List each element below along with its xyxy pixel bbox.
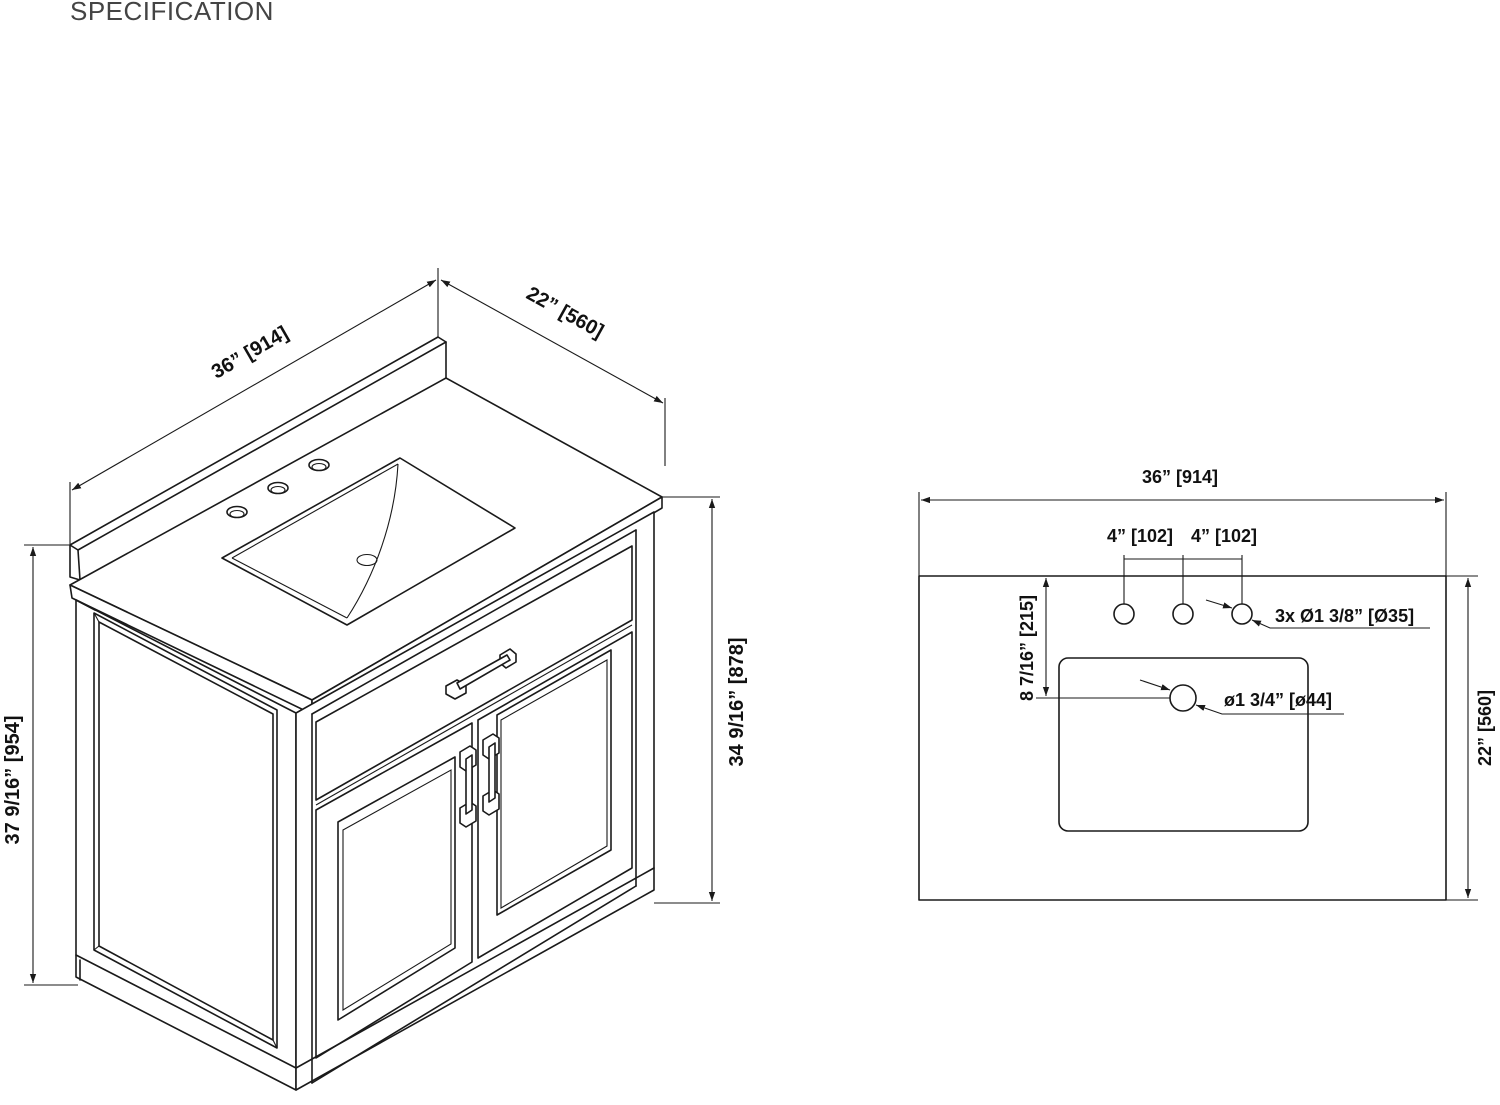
iso-total-height-label: 37 9/16” [954] [2,716,24,845]
hole-spacing-left-label: 4” [102] [1107,526,1173,546]
iso-dimension-lines [29,279,716,983]
left-door-handle [459,745,477,828]
hole-offset-label: 8 7/16” [215] [1017,595,1037,701]
cabinet-body [75,511,655,1091]
top-view-drain-hole [1169,684,1197,712]
iso-width-label: 36” [914] [208,322,292,383]
leader-lines [1139,599,1430,715]
top-width-label: 36” [914] [1142,467,1218,487]
vanity-isometric-view: 36” [914] 22” [560] 37 9/16” [954] 34 9/… [2,268,748,1091]
drain-hole-label: ø1 3/4” [ø44] [1224,690,1332,710]
width-dimension-line [71,279,437,491]
top-extension-lines [918,492,1478,901]
hole-spacing-right-label: 4” [102] [1191,526,1257,546]
drawer-handle [445,648,517,700]
iso-cabinet-height-label: 34 9/16” [878] [726,638,748,767]
drain-hole [356,553,378,567]
front-face-frame [311,529,637,1084]
sink-basin [221,457,516,626]
depth-dimension-line [440,279,664,404]
faucet-holes-label: 3x Ø1 3/8” [Ø35] [1275,606,1414,626]
right-door [477,631,633,959]
countertop-top-view: 36” [914] 4” [102] 4” [102] 8 7/16” [215… [918,467,1495,901]
top-view-faucet-holes [1113,603,1253,625]
top-depth-label: 22” [560] [1475,690,1495,766]
iso-extension-lines [24,268,720,986]
page-title: SPECIFICATION [70,0,274,26]
drawer [315,545,633,806]
top-dimension-lines [921,496,1472,898]
left-door [315,722,477,1059]
iso-depth-label: 22” [560] [523,283,608,343]
right-door-handle [482,733,500,816]
side-panel [93,612,278,1049]
basin-outline [1058,657,1309,832]
